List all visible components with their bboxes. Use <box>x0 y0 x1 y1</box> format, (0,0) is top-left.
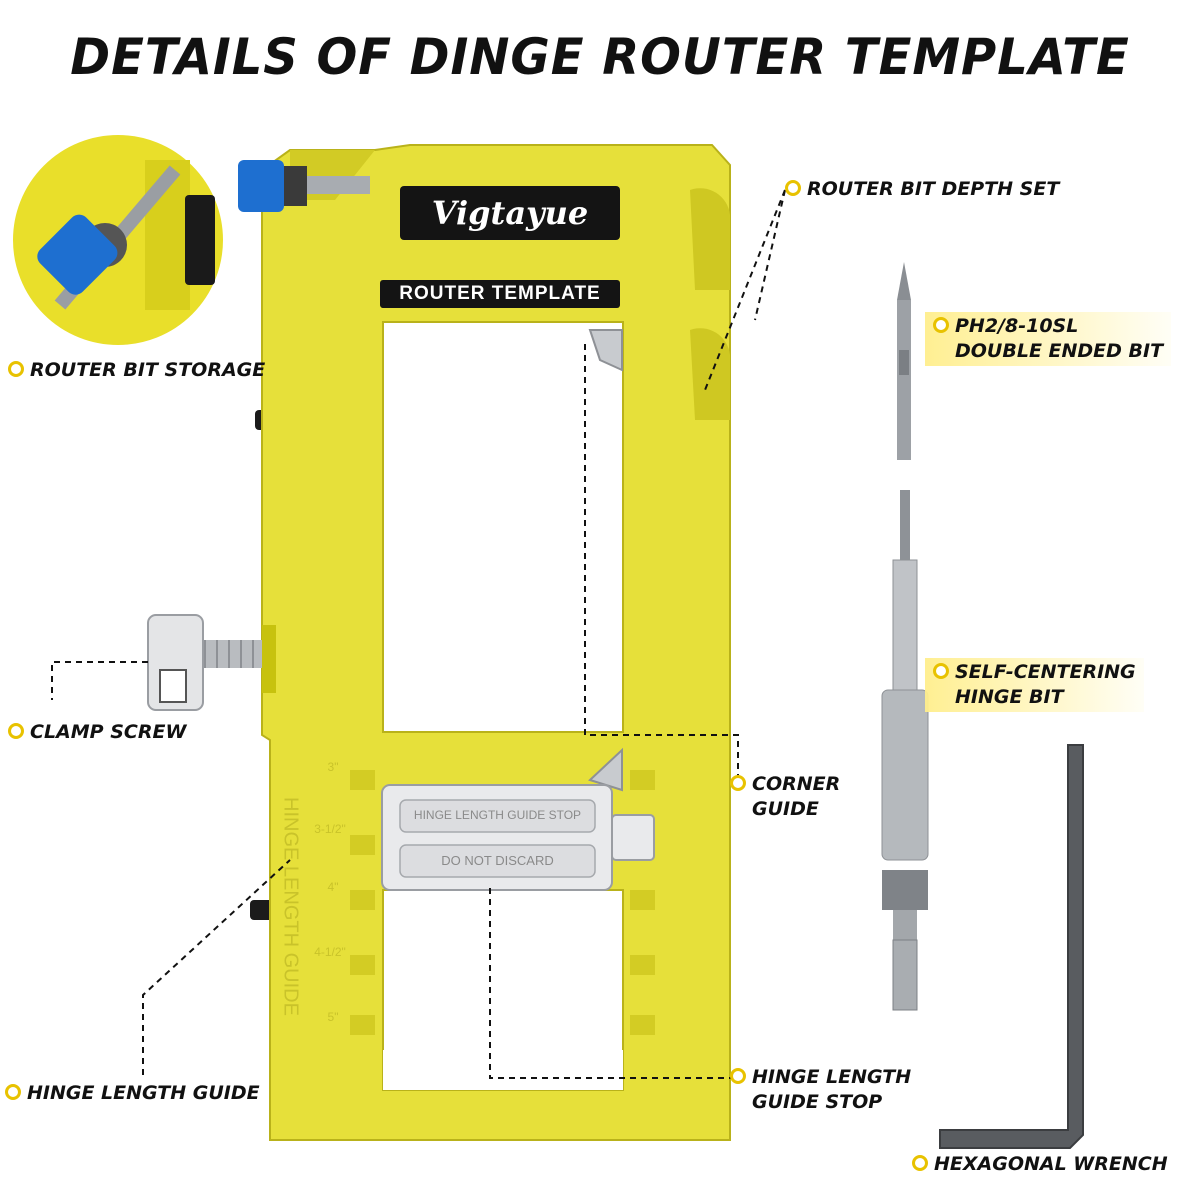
label-router-bit-storage: ROUTER BIT STORAGE <box>8 358 265 383</box>
size-mark: 3-1/2" <box>314 822 346 836</box>
drill-bit-tip <box>900 490 910 560</box>
page-title: DETAILS OF DINGE ROUTER TEMPLATE <box>70 28 1130 86</box>
label-self-centering-hinge-bit: SELF-CENTERING HINGE BIT <box>925 658 1144 712</box>
self-centering-body <box>881 689 929 861</box>
guide-stop-marking: HINGE LENGTH GUIDE STOP <box>413 808 582 822</box>
leader-depth-set <box>704 189 786 391</box>
leader-clamp <box>51 661 148 700</box>
label-text: HINGE LENGTH GUIDE <box>27 1082 260 1104</box>
label-text: CLAMP SCREW <box>30 721 187 743</box>
hexagonal-wrench <box>939 744 1084 1149</box>
label-corner-guide: CORNER GUIDE <box>730 772 840 822</box>
label-text: ROUTER BIT STORAGE <box>30 359 266 381</box>
hinge-length-guide-marking: HINGE LENGTH GUIDE <box>279 797 302 1016</box>
label-text: HINGE BIT <box>955 686 1064 708</box>
size-mark: 4-1/2" <box>314 945 346 959</box>
label-dot <box>912 1154 928 1171</box>
leader-hinge-guide <box>142 859 291 1075</box>
router-bit-cutter <box>238 160 284 212</box>
label-text: ROUTER BIT DEPTH SET <box>807 178 1060 200</box>
guide-slots-left <box>350 770 375 1035</box>
label-hinge-length-guide-stop: HINGE LENGTH GUIDE STOP <box>730 1065 911 1115</box>
label-dot <box>730 1067 746 1084</box>
brand-logo: Vigtayue <box>400 186 620 240</box>
double-ended-bit <box>897 300 911 460</box>
label-hinge-length-guide: HINGE LENGTH GUIDE <box>5 1081 260 1106</box>
do-not-discard-marking: DO NOT DISCARD <box>441 853 554 868</box>
label-dot <box>785 179 801 196</box>
depth-slot-upper <box>690 188 730 290</box>
hex-shank <box>892 939 918 1011</box>
label-text: SELF-CENTERING <box>955 661 1136 683</box>
corner-guide <box>588 329 623 372</box>
self-centering-shaft <box>892 559 918 691</box>
label-text: PH2/8-10SL <box>955 315 1079 337</box>
leader-guide-stop <box>489 885 735 1079</box>
brand-subtitle: ROUTER TEMPLATE <box>380 280 620 308</box>
label-dot <box>8 360 24 377</box>
size-mark: 4" <box>327 880 339 894</box>
label-dot <box>933 662 949 679</box>
label-hexagonal-wrench: HEXAGONAL WRENCH <box>912 1152 1168 1177</box>
label-text: HEXAGONAL WRENCH <box>934 1153 1168 1175</box>
router-bit-shank <box>300 176 370 194</box>
label-router-bit-depth-set: ROUTER BIT DEPTH SET <box>785 177 1059 202</box>
router-bit-collar <box>282 166 307 206</box>
label-dot <box>8 722 24 739</box>
label-text: CORNER <box>752 773 841 795</box>
depth-slot-lower <box>690 328 730 420</box>
label-text: GUIDE <box>752 798 819 820</box>
template-window <box>382 321 624 733</box>
label-clamp-screw: CLAMP SCREW <box>8 720 186 745</box>
size-mark: 3" <box>327 760 339 774</box>
template-bottom-window <box>383 1050 623 1090</box>
label-dot <box>730 774 746 791</box>
label-text: GUIDE STOP <box>752 1091 883 1113</box>
label-text: DOUBLE ENDED BIT <box>955 340 1164 362</box>
label-dot <box>933 316 949 333</box>
label-dot <box>5 1083 21 1100</box>
clamp-screw-thread <box>195 640 275 668</box>
label-text: HINGE LENGTH <box>752 1066 912 1088</box>
label-double-ended-bit: PH2/8-10SL DOUBLE ENDED BIT <box>925 312 1172 366</box>
leader-depth-set-2 <box>754 189 786 321</box>
size-mark: 5" <box>327 1010 339 1024</box>
leader-corner <box>584 340 739 780</box>
